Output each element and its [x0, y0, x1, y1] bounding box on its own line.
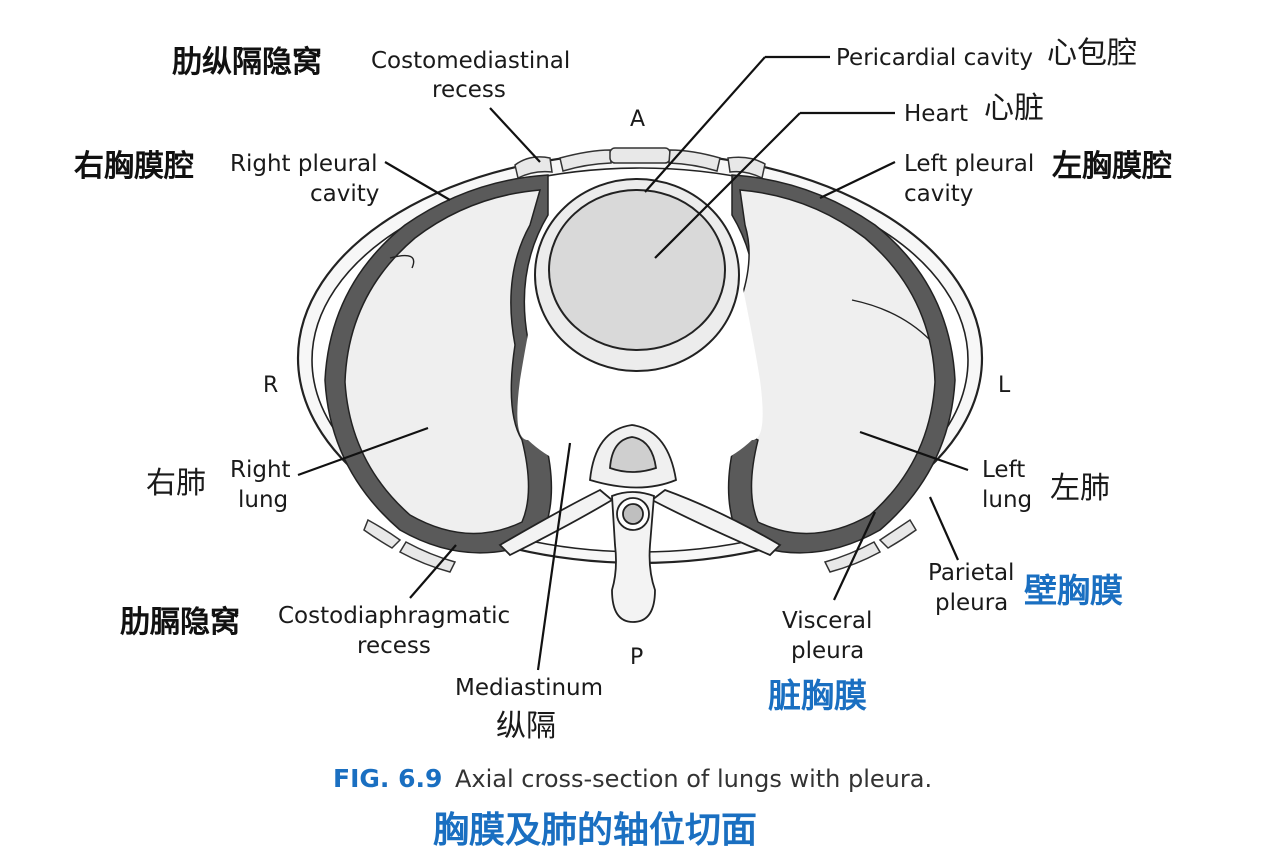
label-mediastinum-en: Mediastinum — [455, 675, 603, 701]
label-costomediastinal-cn: 肋纵隔隐窝 — [172, 45, 322, 80]
label-costodiaphragmatic-en-2: recess — [357, 633, 431, 659]
label-costodiaphragmatic-cn: 肋膈隐窝 — [120, 605, 240, 640]
heart — [548, 189, 726, 351]
orientation-posterior: P — [630, 645, 643, 670]
label-visceral-cn: 脏胸膜 — [768, 676, 867, 715]
label-left-pleural-cn: 左胸膜腔 — [1052, 149, 1172, 184]
label-right-lung-cn: 右肺 — [146, 466, 206, 501]
right-lung — [344, 189, 542, 535]
orientation-left: L — [998, 373, 1011, 398]
label-parietal-en-1: Parietal — [928, 560, 1014, 586]
caption-figure-number: FIG. 6.9 — [333, 764, 442, 793]
label-pericardial-cn: 心包腔 — [1047, 36, 1137, 71]
label-right-lung-en-2: lung — [238, 487, 288, 513]
label-costomediastinal-en-1: Costomediastinal — [371, 48, 570, 74]
label-visceral-en-1: Visceral — [782, 608, 872, 634]
label-visceral-en-2: pleura — [791, 638, 864, 664]
caption-text: Axial cross-section of lungs with pleura… — [455, 765, 932, 793]
caption-chinese: 胸膜及肺的轴位切面 — [433, 810, 757, 851]
label-right-lung-en-1: Right — [230, 457, 291, 483]
label-costomediastinal-en-2: recess — [432, 77, 506, 103]
label-right-pleural-en-2: cavity — [310, 181, 379, 207]
label-right-pleural-en-1: Right pleural — [230, 151, 378, 177]
rib-cartilages — [363, 147, 917, 573]
label-mediastinum-cn: 纵隔 — [496, 709, 556, 744]
orientation-right: R — [263, 373, 278, 398]
label-left-lung-cn: 左肺 — [1050, 471, 1110, 506]
label-left-pleural-en-1: Left pleural — [904, 151, 1034, 177]
label-left-lung-en-1: Left — [982, 457, 1025, 483]
label-parietal-cn: 壁胸膜 — [1024, 571, 1123, 610]
leader-lines — [297, 55, 969, 671]
label-heart-en: Heart — [904, 101, 968, 127]
orientation-anterior: A — [630, 107, 645, 132]
label-heart-cn: 心脏 — [984, 91, 1044, 126]
label-right-pleural-cn: 右胸膜腔 — [74, 149, 194, 184]
label-costodiaphragmatic-en-1: Costodiaphragmatic — [278, 603, 510, 629]
label-parietal-en-2: pleura — [935, 590, 1008, 616]
label-left-pleural-en-2: cavity — [904, 181, 973, 207]
label-left-lung-en-2: lung — [982, 487, 1032, 513]
label-pericardial-en: Pericardial cavity — [836, 45, 1033, 71]
vertebra — [498, 424, 782, 623]
